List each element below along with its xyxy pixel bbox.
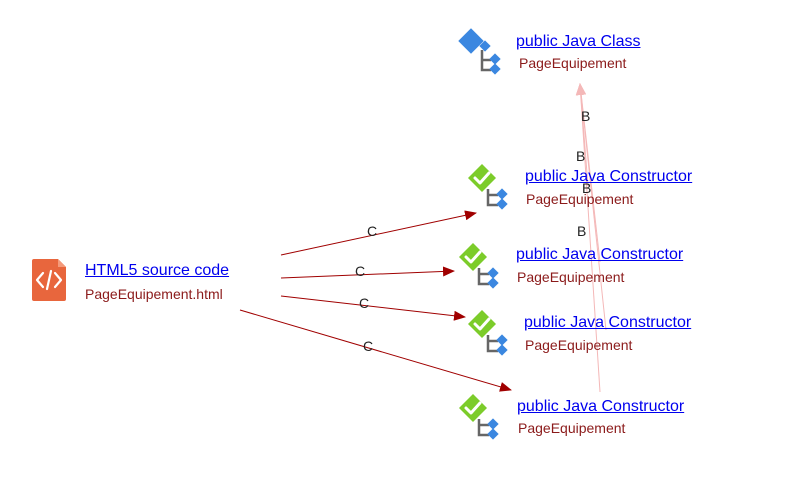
call-edge-3 [280,295,466,321]
constructor-subtitle-3: PageEquipement [525,337,633,353]
call-edge-2 [280,266,455,279]
call-label-1: C [367,223,377,239]
call-edge-4 [239,309,512,392]
constructor-title-2[interactable]: public Java Constructor [516,246,684,263]
belongs-edge-4 [575,83,601,393]
source-title[interactable]: HTML5 source code [85,262,230,279]
call-edges: C C C C [239,210,512,392]
call-label-3: C [359,295,369,311]
call-label-2: C [355,263,365,279]
constructor-subtitle-1: PageEquipement [526,191,634,207]
java-constructor-icon [457,393,507,448]
constructor-title-4[interactable]: public Java Constructor [517,398,685,415]
belongs-edges: B B B B [575,83,607,393]
class-title[interactable]: public Java Class [516,33,641,50]
call-edge-1 [280,210,477,256]
java-constructor-icon [466,163,516,218]
belongs-label-3: B [582,180,591,196]
html5-code-icon [30,258,68,307]
source-subtitle: PageEquipement.html [85,286,223,302]
belongs-label-4: B [577,223,586,239]
constructor-subtitle-4: PageEquipement [518,420,626,436]
constructor-title-1[interactable]: public Java Constructor [525,168,693,185]
belongs-label-1: B [581,108,590,124]
call-label-4: C [363,338,373,354]
constructor-subtitle-2: PageEquipement [517,269,625,285]
java-class-icon [458,28,508,83]
belongs-label-2: B [576,148,585,164]
java-constructor-icon [457,242,507,297]
class-subtitle: PageEquipement [519,55,627,71]
constructor-title-3[interactable]: public Java Constructor [524,314,692,331]
java-constructor-icon [466,309,516,364]
belongs-edge-3 [576,83,607,331]
